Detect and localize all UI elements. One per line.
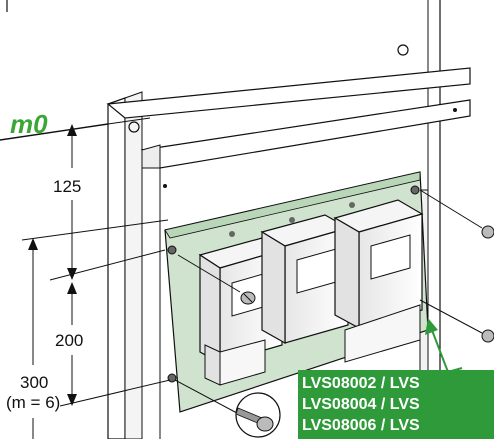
dim-200-label: 200 [55, 331, 83, 350]
reference-line-2: LVS08004 / LVS [302, 396, 420, 413]
reference-line-3: LVS08006 / LVS [302, 417, 420, 434]
m0-label: m0 [10, 109, 48, 139]
dimension-300: 300 (m = 6) [6, 219, 169, 439]
dimension-200: 200 [55, 282, 171, 407]
meter-box-right [333, 199, 424, 363]
m0-reference: m0 [0, 109, 151, 141]
reference-pointer [425, 318, 463, 374]
screw-icon [177, 254, 256, 305]
dim-125-label: 125 [53, 177, 81, 196]
dimension-125: 125 [49, 124, 166, 281]
dim-300-label: 300 [20, 373, 48, 392]
screw-icon [419, 189, 494, 239]
reference-line-1: LVS08002 / LVS [302, 375, 420, 392]
meter-box-middle [260, 214, 350, 345]
reference-label-box: LVS08002 / LVS LVS08004 / LVS LVS08006 /… [298, 370, 494, 439]
dim-300-note: (m = 6) [6, 393, 60, 412]
screw-icon [419, 299, 494, 343]
screw-detail-icon [174, 379, 281, 438]
